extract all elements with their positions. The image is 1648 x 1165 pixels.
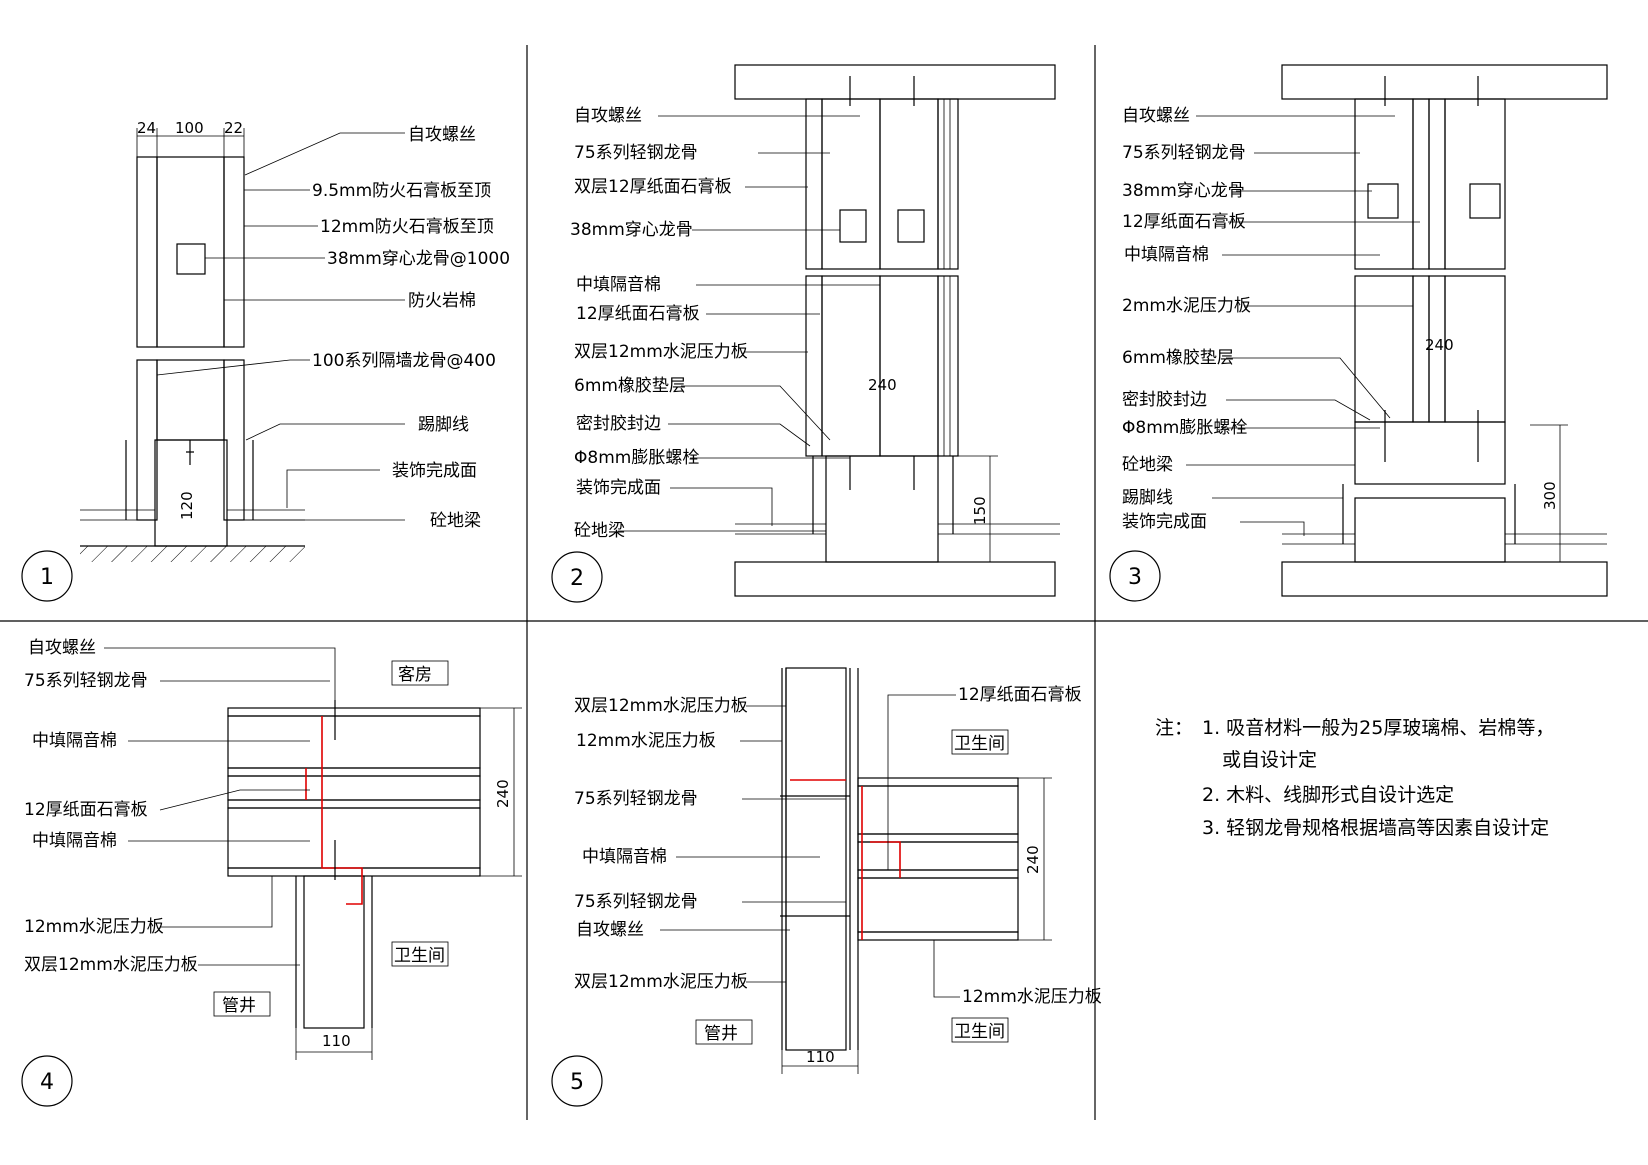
d4-label-3: 12厚纸面石膏板 [24,799,148,820]
d2-label-2: 双层12厚纸面石膏板 [574,176,732,197]
detail-1: 24 100 22 120 自攻螺丝 9.5mm防火石膏板至顶 12mm防火石膏… [21,119,510,602]
d1-label-8: 砼地梁 [430,511,481,531]
d3-label-8: Φ8mm膨胀螺栓 [1122,418,1247,438]
d2-label-5: 12厚纸面石膏板 [576,303,700,324]
d4-label-4: 中填隔音棉 [32,831,117,851]
notes-block: 注： 1. 吸音材料一般为25厚玻璃棉、岩棉等， 或自设计定 2. 木料、线脚形… [1155,717,1554,839]
d1-label-5: 100系列隔墙龙骨@400 [312,351,496,371]
note-1-cont: 或自设计定 [1222,749,1317,771]
d2-label-6: 双层12mm水泥压力板 [574,342,748,362]
d1-label-6: 踢脚线 [418,415,469,435]
d5-dim-110: 110 [806,1048,835,1066]
d3-label-11: 装饰完成面 [1122,512,1207,532]
dim-22: 22 [224,119,243,137]
d4-room-guestroom: 客房 [398,665,432,685]
d5-left-label-1: 12mm水泥压力板 [576,731,716,751]
d1-label-1: 9.5mm防火石膏板至顶 [312,180,491,201]
d2-label-10: 装饰完成面 [576,478,661,498]
d5-left-label-5: 自攻螺丝 [576,920,644,940]
d2-label-9: Φ8mm膨胀螺栓 [574,448,699,468]
note-2: 2. 木料、线脚形式自设计选定 [1202,784,1454,806]
d3-label-2: 38mm穿心龙骨 [1122,181,1245,201]
d3-label-4: 中填隔音棉 [1124,245,1209,265]
d5-room-bathroom-top: 卫生间 [954,734,1005,754]
d4-dim-110: 110 [322,1032,351,1050]
detail-number-1: 1 [40,565,54,590]
d3-label-5: 2mm水泥压力板 [1122,296,1251,316]
d3-label-0: 自攻螺丝 [1122,106,1190,126]
d2-label-8: 密封胶封边 [576,414,661,434]
detail-2: 150 240 自攻螺丝 75系列轻钢龙骨 双层12厚纸面石膏板 38mm穿心龙… [551,64,1060,603]
d5-room-bathroom-bottom: 卫生间 [954,1022,1005,1042]
d1-label-0: 自攻螺丝 [408,125,476,145]
d4-dim-240: 240 [494,779,512,808]
d2-label-11: 砼地梁 [574,521,625,541]
d3-label-10: 踢脚线 [1122,488,1173,508]
d2-label-7: 6mm橡胶垫层 [574,376,686,396]
detail-3: 300 240 自攻螺丝 75系列轻钢龙骨 38mm穿心龙骨 12厚纸面石膏板 … [1109,64,1608,602]
d1-label-4: 防火岩棉 [408,291,476,311]
d1-label-3: 38mm穿心龙骨@1000 [327,249,510,269]
d4-room-shaft: 管井 [222,996,256,1016]
d5-left-label-6: 双层12mm水泥压力板 [574,972,748,992]
detail-number-4: 4 [40,1070,54,1095]
d2-dim-150: 150 [971,496,989,525]
d3-label-1: 75系列轻钢龙骨 [1122,143,1246,163]
sheet-grid [0,45,1648,1120]
d2-label-3: 38mm穿心龙骨 [570,220,693,240]
d3-label-9: 砼地梁 [1122,455,1173,475]
d2-label-0: 自攻螺丝 [574,106,642,126]
d3-label-6: 6mm橡胶垫层 [1122,348,1234,368]
d4-label-5: 12mm水泥压力板 [24,917,164,937]
d5-left-label-3: 中填隔音棉 [582,847,667,867]
note-3: 3. 轻钢龙骨规格根据墙高等因素自设计定 [1202,817,1549,839]
dim-100: 100 [175,119,204,137]
d5-right-label-1: 12mm水泥压力板 [962,987,1102,1007]
d1-label-7: 装饰完成面 [392,461,477,481]
notes-prefix: 注： [1155,717,1193,739]
d2-dim-240: 240 [868,376,897,394]
d5-dim-240: 240 [1024,845,1042,874]
d4-label-2: 中填隔音棉 [32,731,117,751]
d3-label-7: 密封胶封边 [1122,390,1207,410]
d3-dim-240: 240 [1425,336,1454,354]
detail-number-3: 3 [1128,565,1142,590]
detail-number-2: 2 [570,566,584,591]
d4-label-6: 双层12mm水泥压力板 [24,955,198,975]
d3-dim-300: 300 [1541,481,1559,510]
d5-left-label-0: 双层12mm水泥压力板 [574,696,748,716]
d4-room-bathroom: 卫生间 [394,946,445,966]
d4-label-1: 75系列轻钢龙骨 [24,671,148,691]
detail-5: 240 110 卫生间 管井 卫生间 双层12mm水泥压力板 12mm水泥压力板… [551,667,1102,1107]
d3-label-3: 12厚纸面石膏板 [1122,211,1246,232]
detail-4: 240 110 客房 卫生间 管井 自攻螺丝 75系列轻钢龙骨 中填隔音棉 12… [21,638,522,1107]
d1-label-2: 12mm防火石膏板至顶 [320,216,494,237]
d4-label-0: 自攻螺丝 [28,638,96,658]
detail-number-5: 5 [570,1070,584,1095]
d5-room-shaft: 管井 [704,1024,738,1044]
d2-label-4: 中填隔音棉 [576,275,661,295]
note-1: 1. 吸音材料一般为25厚玻璃棉、岩棉等， [1202,717,1554,739]
dim-120: 120 [178,491,196,520]
d5-right-label-0: 12厚纸面石膏板 [958,684,1082,705]
dim-24: 24 [137,119,156,137]
d2-label-1: 75系列轻钢龙骨 [574,143,698,163]
d5-left-label-4: 75系列轻钢龙骨 [574,892,698,912]
d5-left-label-2: 75系列轻钢龙骨 [574,789,698,809]
